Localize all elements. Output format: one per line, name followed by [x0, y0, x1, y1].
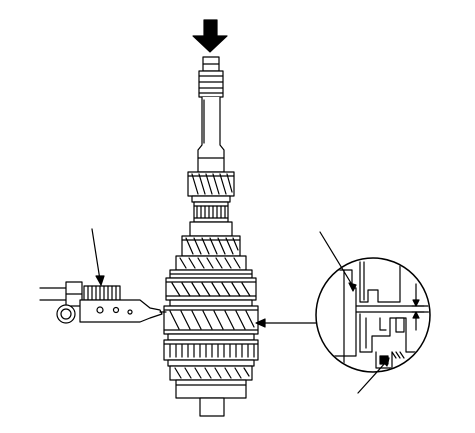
detail-leaders	[255, 231, 390, 394]
dial-indicator	[39, 228, 167, 324]
mainshaft	[197, 56, 225, 173]
upper-gear	[187, 171, 235, 203]
press-arrow-icon	[192, 19, 228, 53]
detail-callout	[315, 257, 431, 373]
gear-stack	[163, 235, 259, 417]
spacer-gear	[189, 201, 233, 237]
